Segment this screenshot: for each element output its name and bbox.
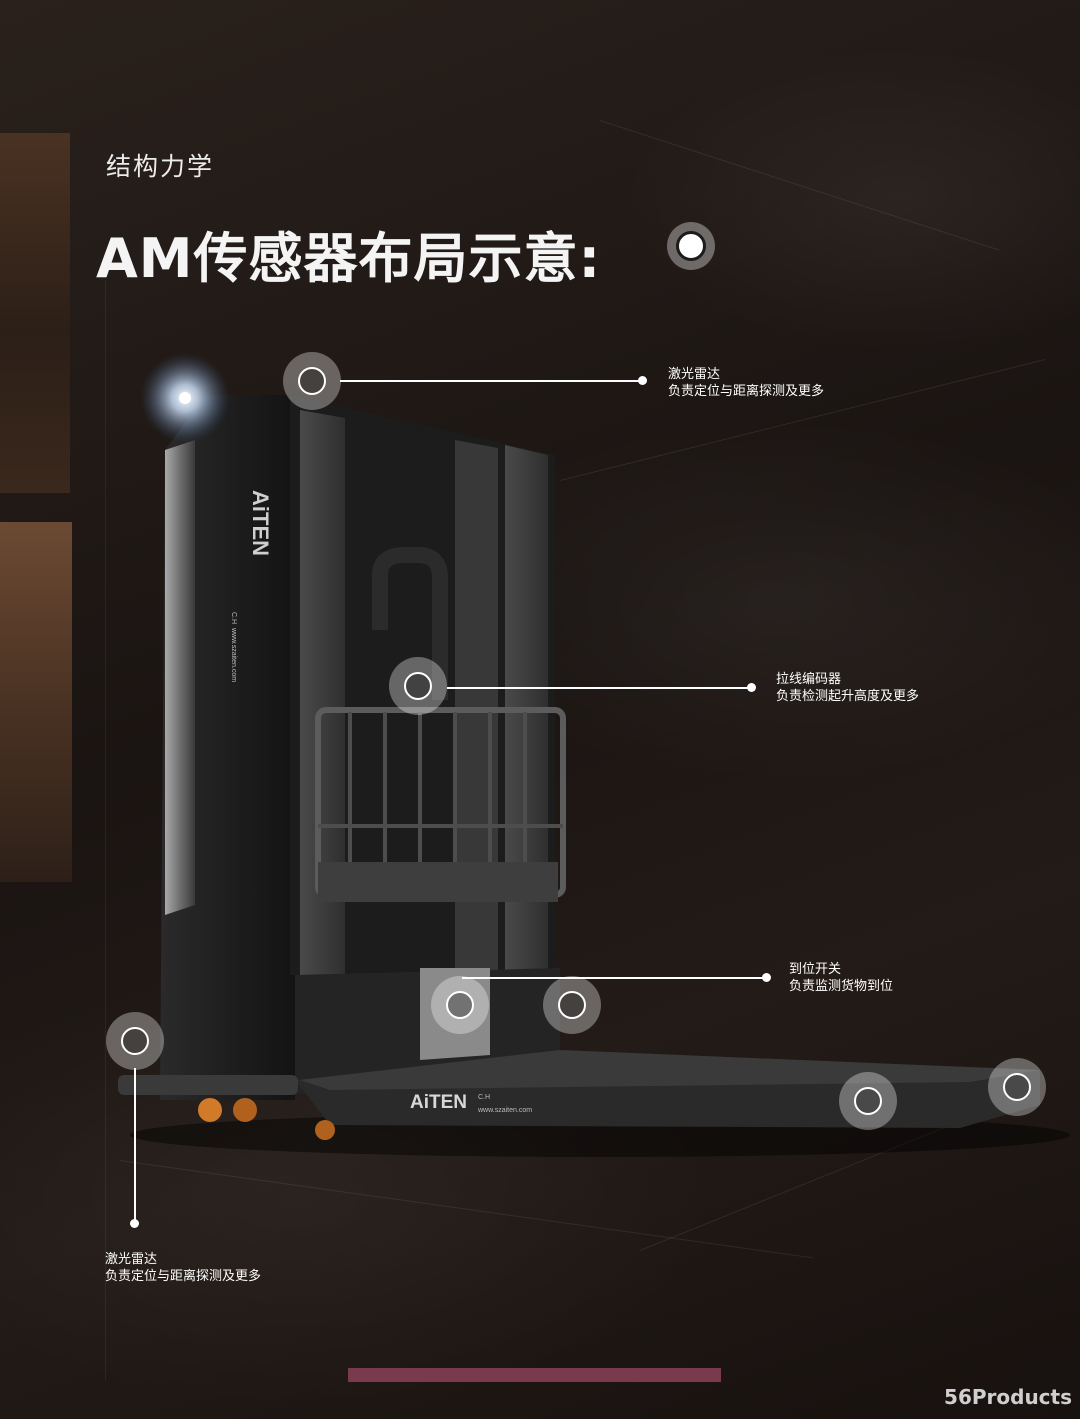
sensor-marker-fork-1[interactable] [839, 1072, 897, 1130]
callout-desc: 负责定位与距离探测及更多 [105, 1269, 262, 1284]
callout-switch: 到位开关 负责监测货物到位 [789, 961, 893, 995]
guide-line [105, 280, 106, 1380]
leader-line-switch [462, 977, 767, 979]
leader-line-bottom-lidar [134, 1068, 136, 1222]
leader-line-encoder [447, 687, 752, 689]
leader-dot [638, 376, 647, 385]
wheel [315, 1120, 335, 1140]
rear-side-panel [165, 440, 195, 915]
callout-title: 到位开关 [789, 962, 842, 977]
sensor-marker-bottom-lidar[interactable] [106, 1012, 164, 1070]
fork-top [300, 1050, 1040, 1090]
callout-encoder: 拉线编码器 负责检测起升高度及更多 [776, 671, 919, 705]
sensor-marker-fork-2[interactable] [988, 1058, 1046, 1116]
sensor-marker-top-lidar[interactable] [283, 352, 341, 410]
callout-desc: 负责检测起升高度及更多 [776, 689, 920, 704]
wheel [233, 1098, 257, 1122]
sensor-marker-switch-left[interactable] [431, 976, 489, 1034]
callout-title: 激光雷达 [668, 367, 721, 382]
callout-bottom-lidar: 激光雷达 负责定位与距离探测及更多 [105, 1251, 261, 1285]
leader-line-top-lidar [340, 380, 642, 382]
front-leg [118, 1075, 298, 1095]
title-ring-icon [667, 222, 715, 270]
callout-title: 拉线编码器 [776, 672, 842, 687]
brand-url-side: www.szaiten.com [230, 627, 237, 682]
sensor-marker-encoder[interactable] [389, 657, 447, 715]
left-accent-panel [0, 133, 70, 493]
leader-dot [762, 973, 771, 982]
handle [372, 547, 448, 700]
brand-logo-fork: AiTEN [410, 1092, 467, 1113]
sensor-marker-switch-right[interactable] [543, 976, 601, 1034]
callout-top-lidar: 激光雷达 负责定位与距离探测及更多 [668, 366, 824, 400]
callout-desc: 负责定位与距离探测及更多 [668, 384, 825, 399]
leader-dot [130, 1219, 139, 1228]
callout-title: 激光雷达 [105, 1252, 158, 1267]
bottom-accent-bar [348, 1368, 721, 1382]
wheel [198, 1098, 222, 1122]
watermark: 56Products [944, 1385, 1072, 1409]
page-title: AM传感器布局示意: [96, 227, 602, 290]
brand-model-fork: C.H [478, 1094, 490, 1101]
left-accent-panel [0, 522, 72, 882]
section-subtitle: 结构力学 [106, 152, 215, 181]
lidar-light [179, 392, 191, 404]
brand-logo-side: AiTEN [248, 490, 273, 556]
brand-url-fork: www.szaiten.com [477, 1107, 532, 1114]
brand-model-side: C.H [230, 612, 237, 624]
carriage-plate [318, 862, 558, 902]
leader-dot [747, 683, 756, 692]
mast-left-rail [300, 410, 345, 975]
callout-desc: 负责监测货物到位 [789, 979, 894, 994]
